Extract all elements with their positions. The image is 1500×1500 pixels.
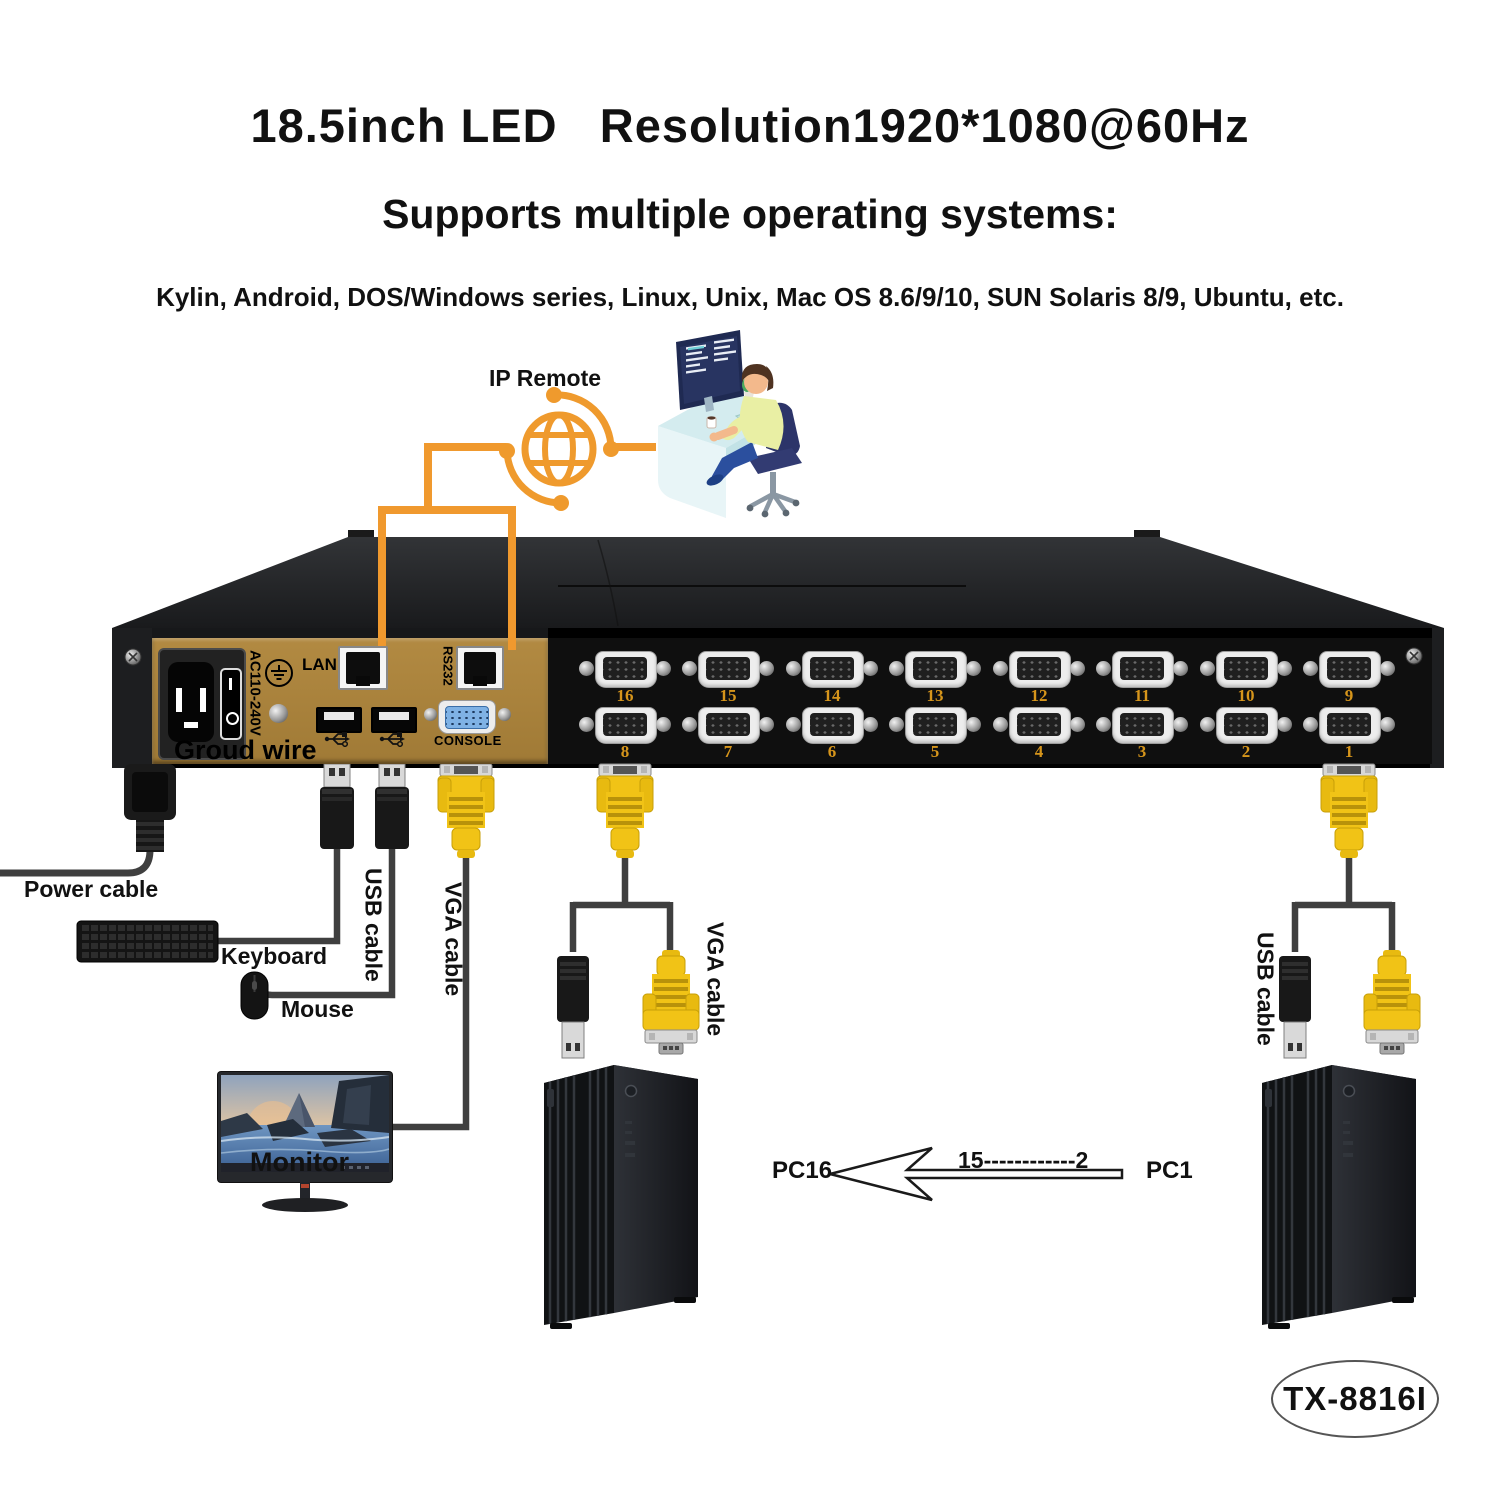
vga-plug-port1 [1320, 763, 1378, 859]
monitor-neck-accent [301, 1184, 309, 1188]
mouse-image [240, 971, 269, 1020]
lan-port [338, 646, 388, 690]
rs232-cable-stub [508, 638, 516, 650]
ip-remote-label: IP Remote [489, 365, 602, 391]
usb-port-2 [371, 707, 417, 733]
keyboard-image [76, 920, 219, 963]
vga-port-16 [579, 651, 671, 688]
model-badge: TX-8816I [1271, 1360, 1439, 1438]
ground-wire-label: Groud wire [174, 735, 317, 764]
monitor-wallpaper [221, 1075, 389, 1172]
monitor-label: Monitor [250, 1147, 349, 1177]
port-number-4: 4 [1034, 742, 1044, 761]
port-number-13: 13 [926, 686, 944, 705]
monitor-neck [300, 1182, 310, 1200]
pc-tower-right [1262, 1065, 1416, 1329]
vga-port-1 [1303, 707, 1395, 744]
lan-cable-stub [378, 638, 386, 650]
monitor-image [218, 1072, 392, 1182]
vga-port-11 [1096, 651, 1188, 688]
pc-range-arrow [829, 1146, 1124, 1202]
port-number-2: 2 [1241, 742, 1251, 761]
console-panel: AC110-240V LAN RS232 [152, 638, 548, 764]
keyboard-label: Keyboard [221, 943, 328, 969]
pc-tower-left [544, 1065, 698, 1329]
mouse-label: Mouse [281, 996, 354, 1022]
vga-plug-console [437, 763, 495, 859]
os-support-list: Kylin, Android, DOS/Windows series, Linu… [156, 282, 1344, 312]
ac-power-label: AC110-240V [246, 650, 264, 736]
vga-port-2 [1200, 707, 1292, 744]
usb-connector-right-pc [1278, 955, 1312, 1059]
power-plug [124, 764, 176, 852]
vga-port-8 [579, 707, 671, 744]
power-cable-label: Power cable [24, 876, 159, 902]
port-number-15: 15 [719, 686, 737, 705]
vga-port-5 [889, 707, 981, 744]
usb-trident-icon [324, 732, 350, 747]
vga-cable-console-label: VGA cable [440, 882, 467, 997]
ip-remote-connectors [378, 443, 656, 642]
vga-port-6 [786, 707, 878, 744]
usb-plug-mouse [374, 763, 410, 850]
vga-port-3 [1096, 707, 1188, 744]
vga-port-9 [1303, 651, 1395, 688]
vga-port-4 [993, 707, 1085, 744]
pc1-label: PC1 [1146, 1157, 1193, 1184]
port-number-11: 11 [1133, 686, 1151, 705]
vga-cable-pc-label: VGA cable [702, 922, 729, 1037]
vga-port-15 [682, 651, 774, 688]
port-number-10: 10 [1237, 686, 1255, 705]
port-number-14: 14 [823, 686, 841, 705]
vga-connector-right-pc [1363, 949, 1421, 1055]
page-subtitle: Supports multiple operating systems: [382, 191, 1118, 237]
monitor-screen [221, 1075, 389, 1172]
port-number-1: 1 [1344, 742, 1354, 761]
rs232-label: RS232 [440, 646, 456, 686]
port-number-16: 16 [616, 686, 634, 705]
port-number-3: 3 [1137, 742, 1147, 761]
console-screw-right [498, 708, 511, 721]
ground-screw [269, 704, 288, 723]
console-label: CONSOLE [434, 733, 502, 748]
port-number-5: 5 [930, 742, 940, 761]
usb-connector-left-pc [556, 955, 590, 1059]
console-vga-port [438, 700, 496, 734]
pc-range-label: 15------------2 [958, 1147, 1089, 1173]
pc16-label: PC16 [772, 1157, 833, 1184]
vga-port-14 [786, 651, 878, 688]
vga-connector-left-pc [642, 949, 700, 1055]
rs232-port [456, 646, 504, 690]
console-screw-left [424, 708, 437, 721]
ground-symbol-icon [265, 659, 293, 687]
usb-cable-right-label: USB cable [1252, 932, 1279, 1046]
power-inlet-module [158, 648, 246, 760]
port-number-9: 9 [1344, 686, 1354, 705]
usb-plug-keyboard [319, 763, 355, 850]
port-number-6: 6 [827, 742, 837, 761]
remote-user-illustration [658, 330, 802, 518]
vga-plug-port8 [596, 763, 654, 859]
port-number-8: 8 [620, 742, 630, 761]
usb-cable-left-label: USB cable [360, 868, 387, 982]
iec-inlet [168, 662, 214, 742]
internet-globe-icon [499, 387, 619, 511]
usb-trident-icon [379, 732, 405, 747]
monitor-base [262, 1198, 348, 1212]
vga-port-7 [682, 707, 774, 744]
page-title: 18.5inch LED Resolution1920*1080@60Hz [250, 99, 1250, 152]
usb-port-1 [316, 707, 362, 733]
power-switch [220, 668, 242, 740]
port-number-7: 7 [723, 742, 733, 761]
vga-port-10 [1200, 651, 1292, 688]
lan-label: LAN [302, 655, 337, 674]
port-number-12: 12 [1030, 686, 1048, 705]
vga-port-13 [889, 651, 981, 688]
vga-port-12 [993, 651, 1085, 688]
